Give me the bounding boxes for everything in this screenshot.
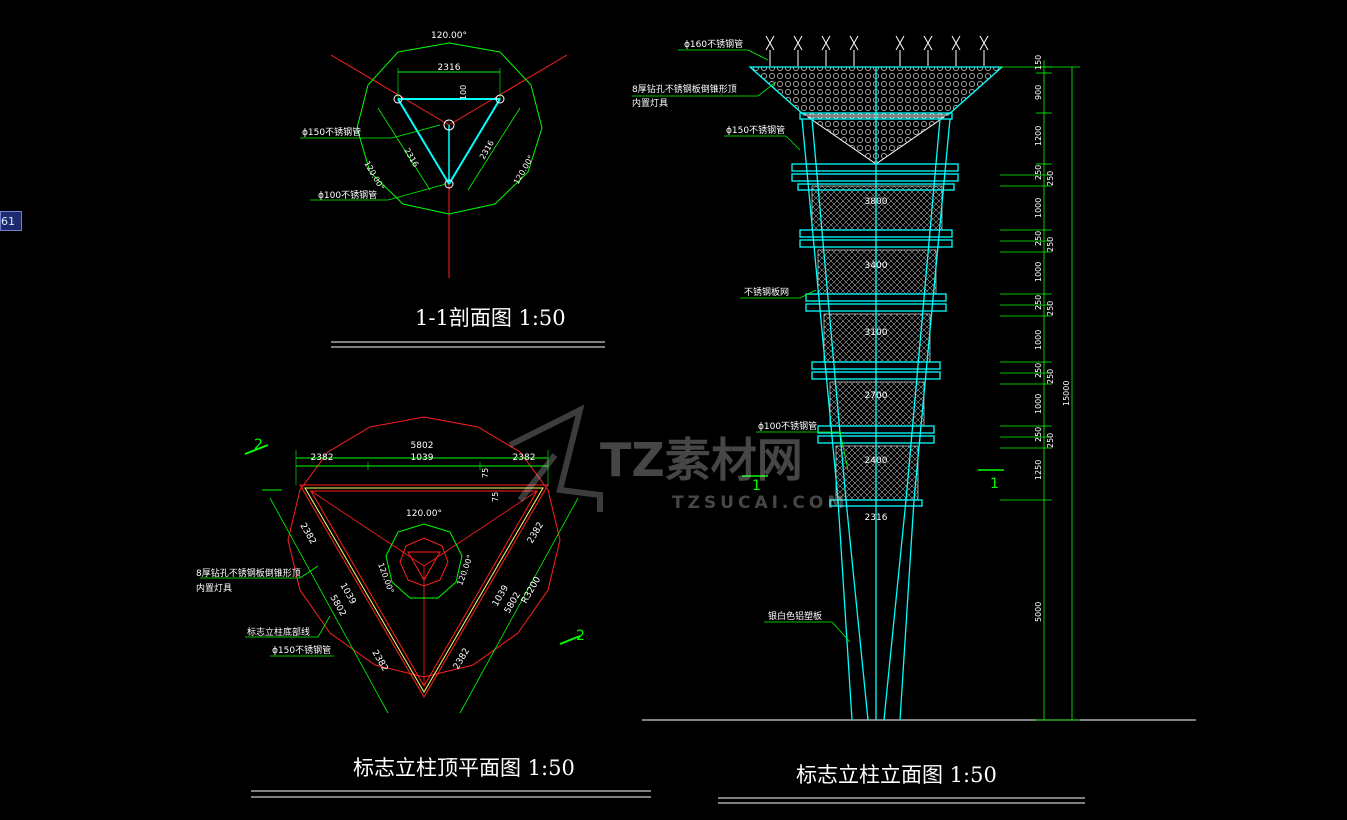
elev-dim-14: 1000 <box>1034 394 1043 414</box>
elev-dim-4: 250 <box>1046 171 1055 186</box>
plan-label-cone-1: 8厚钻孔不锈钢板倒锥形顶 <box>196 567 301 579</box>
plan-label-cone-2: 内置灯具 <box>196 582 232 594</box>
elev-width-3100: 3100 <box>865 328 888 338</box>
elev-section-mark-left: 1 <box>752 478 761 494</box>
elev-dim-2: 1200 <box>1034 126 1043 146</box>
elev-label-pipe100: ϕ100不锈钢管 <box>758 420 817 432</box>
elev-dim-17: 1250 <box>1034 460 1043 480</box>
elev-dim-0: 150 <box>1034 55 1043 70</box>
plan-marker-right: 2 <box>576 628 585 644</box>
layer-badge[interactable]: 61 <box>0 211 22 231</box>
plan-label-pipe150: ϕ150不锈钢管 <box>272 644 331 656</box>
section-angle-left: 120.00° <box>362 160 386 192</box>
plan-label-base: 标志立柱底部线 <box>247 626 310 638</box>
elev-section-mark-right: 1 <box>990 476 999 492</box>
plan-dim-overall: 5802 <box>411 441 434 451</box>
watermark-url: TZSUCAI.COM <box>672 493 849 513</box>
plan-right-2382-top: 2382 <box>526 521 546 546</box>
top-pipe-markers <box>765 35 989 66</box>
section-label-pipe100: ϕ100不锈钢管 <box>318 189 377 201</box>
elev-dim-18: 5000 <box>1034 602 1043 622</box>
plan-dim-seg-c: 2382 <box>513 453 536 463</box>
elev-total-height: 15000 <box>1062 381 1071 406</box>
elev-label-cone-2: 内置灯具 <box>632 97 668 109</box>
elev-width-3800: 3800 <box>865 197 888 207</box>
elev-width-2316: 2316 <box>865 513 888 523</box>
elevation-title: 标志立柱立面图 1:50 <box>796 763 997 787</box>
elev-dim-5: 1000 <box>1034 198 1043 218</box>
plan-marker-left: 2 <box>254 437 263 453</box>
elev-label-mesh: 不锈钢板网 <box>744 286 789 298</box>
elev-dim-11: 1000 <box>1034 330 1043 350</box>
elev-dim-3: 250 <box>1034 165 1043 180</box>
elevation-view: 150 900 1200 250 250 1000 250 250 1000 2… <box>632 35 1196 804</box>
elev-dim-13: 250 <box>1046 369 1055 384</box>
section-angle-top: 120.00° <box>431 31 467 41</box>
elev-label-panel: 银白色铝塑板 <box>768 610 822 622</box>
elev-width-2700: 2700 <box>865 391 888 401</box>
elev-dim-1: 900 <box>1034 85 1043 100</box>
plan-angle-top: 120.00° <box>406 509 442 519</box>
section-title: 1-1剖面图 1:50 <box>415 306 566 330</box>
elev-label-pipe150: ϕ150不锈钢管 <box>726 124 785 136</box>
plan-dim-75b: 75 <box>491 492 500 502</box>
section-view: 120.00° 2316 100 2316 2316 120.00° 120.0… <box>300 31 605 348</box>
elev-dim-16: 250 <box>1046 433 1055 448</box>
elev-dim-10: 250 <box>1046 301 1055 316</box>
elev-dim-15: 250 <box>1034 427 1043 442</box>
watermark-logo-icon <box>508 404 603 512</box>
plan-left-2382-top: 2382 <box>297 522 317 547</box>
elev-label-pipe160: ϕ160不锈钢管 <box>684 38 743 50</box>
elev-width-3400: 3400 <box>865 261 888 271</box>
section-dim-left: 2316 <box>402 147 420 169</box>
plan-title: 标志立柱顶平面图 1:50 <box>353 756 575 780</box>
elev-label-cone-1: 8厚钻孔不锈钢板倒锥形顶 <box>632 83 737 95</box>
elev-dim-7: 250 <box>1046 237 1055 252</box>
elev-width-2400: 2400 <box>865 456 888 466</box>
section-dim-top: 2316 <box>438 63 461 73</box>
plan-right-2382-bot: 2382 <box>452 647 472 672</box>
elev-dim-12: 250 <box>1034 363 1043 378</box>
plan-view: 2 2 5802 2382 1039 2382 75 75 120.00° 12… <box>196 416 651 798</box>
section-angle-right: 120.00° <box>512 154 536 186</box>
elev-dim-9: 250 <box>1034 295 1043 310</box>
elev-dim-8: 1000 <box>1034 262 1043 282</box>
plan-dim-seg-b: 1039 <box>411 453 434 463</box>
section-dim-center: 100 <box>459 85 468 100</box>
watermark-brand: TZ素材网 <box>600 433 803 487</box>
plan-dim-seg-a: 2382 <box>311 453 334 463</box>
plan-left-2382-bot: 2382 <box>369 649 389 674</box>
section-label-pipe150: ϕ150不锈钢管 <box>302 126 361 138</box>
plan-dim-75a: 75 <box>481 468 490 478</box>
plan-angle-left: 120.00° <box>376 562 395 595</box>
elev-dim-6: 250 <box>1034 231 1043 246</box>
